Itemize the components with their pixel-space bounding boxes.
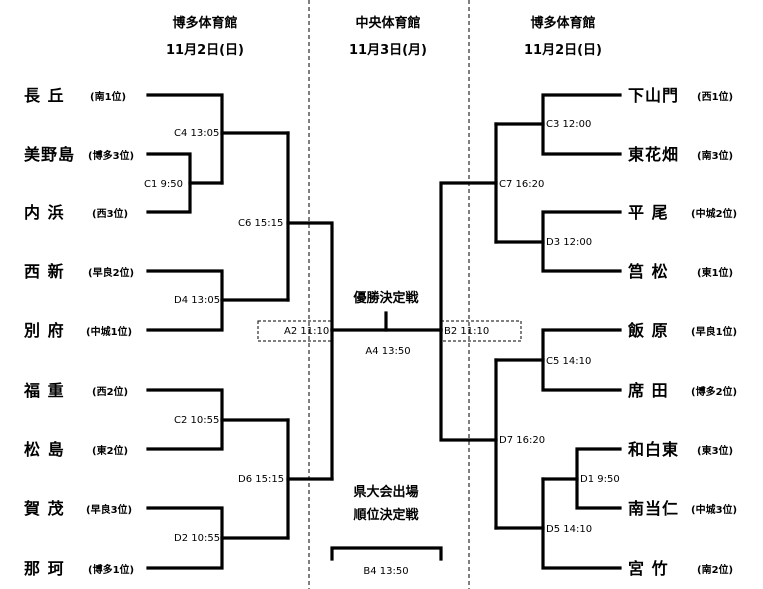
- left-team-name: 松 島: [24, 440, 65, 459]
- right-team-seed: (東3位): [697, 444, 733, 457]
- left-team-name: 福 重: [23, 381, 65, 400]
- right-team-seed: (南3位): [697, 149, 733, 162]
- match-label-b4: B4 13:50: [363, 566, 408, 577]
- match-label-d6: D6 15:15: [238, 474, 284, 485]
- match-label-c3: C3 12:00: [546, 119, 591, 130]
- left-team-seed: (早良2位): [88, 266, 134, 279]
- right-team-seed: (早良1位): [691, 325, 737, 338]
- match-label-c5: C5 14:10: [546, 356, 591, 367]
- a2-dashed-box: [257, 320, 333, 342]
- left-team-name: 長 丘: [24, 86, 65, 105]
- right-team-seed: (西1位): [697, 90, 733, 103]
- right-bracket-lines: [439, 93, 622, 570]
- left-venue: 博多体育館: [172, 15, 237, 31]
- right-team-seed: (中城2位): [691, 207, 737, 220]
- left-team-seed: (東2位): [92, 444, 128, 457]
- right-team-name: 南当仁: [628, 499, 679, 518]
- match-label-d5: D5 14:10: [546, 524, 592, 535]
- match-label-b2: B2 11:10: [444, 326, 489, 337]
- left-team-list: 長 丘 (南1位) 美野島 (博多3位) 内 浜 (西3位) 西 新 (早良2位…: [23, 86, 134, 578]
- left-team-seed: (西3位): [92, 207, 128, 220]
- left-team-seed: (早良3位): [86, 503, 132, 516]
- match-label-d3: D3 12:00: [546, 237, 592, 248]
- right-team-name: 平 尾: [628, 203, 669, 222]
- match-label-d1: D1 9:50: [580, 474, 620, 485]
- right-team-name: 飯 原: [627, 321, 669, 340]
- match-label-c6: C6 15:15: [238, 218, 283, 229]
- match-label-c1: C1 9:50: [144, 179, 183, 190]
- final-title: 優勝決定戦: [352, 290, 419, 306]
- left-team-name: 内 浜: [24, 203, 65, 222]
- left-team-seed: (博多3位): [88, 149, 134, 162]
- center-venue: 中央体育館: [355, 15, 420, 31]
- right-team-seed: (中城3位): [691, 503, 737, 516]
- left-team-seed: (南1位): [90, 90, 126, 103]
- match-label-c4: C4 13:05: [174, 128, 219, 139]
- right-team-name: 宮 竹: [628, 559, 669, 578]
- left-team-name: 別 府: [24, 321, 65, 340]
- center-date: 11月3日(月): [349, 43, 427, 58]
- right-date: 11月2日(日): [524, 43, 602, 58]
- left-team-name: 那 珂: [24, 559, 65, 578]
- right-team-seed: (南2位): [697, 563, 733, 576]
- left-team-name: 西 新: [24, 262, 65, 281]
- match-label-c2: C2 10:55: [174, 415, 219, 426]
- right-team-name: 和白東: [628, 440, 679, 459]
- placement-title-line1: 県大会出場: [353, 484, 418, 500]
- placement-title-line2: 順位決定戦: [353, 507, 419, 523]
- right-team-seed: (博多2位): [691, 385, 737, 398]
- match-label-d7: D7 16:20: [499, 435, 545, 446]
- match-label-d2: D2 10:55: [174, 533, 220, 544]
- left-team-seed: (博多1位): [88, 563, 134, 576]
- left-bracket-lines: [146, 93, 334, 570]
- match-label-c7: C7 16:20: [499, 179, 544, 190]
- match-label-a4: A4 13:50: [365, 346, 410, 357]
- right-team-name: 下山門: [628, 86, 679, 105]
- left-team-seed: (中城1位): [86, 325, 132, 338]
- right-team-name: 席 田: [628, 381, 669, 400]
- right-team-name: 筥 松: [628, 262, 669, 281]
- right-team-name: 東花畑: [628, 145, 679, 164]
- left-team-name: 賀 茂: [23, 499, 65, 518]
- right-team-list: 下山門 (西1位) 東花畑 (南3位) 平 尾 (中城2位) 筥 松 (東1位)…: [627, 86, 737, 578]
- right-team-seed: (東1位): [697, 266, 733, 279]
- match-label-a2: A2 11:10: [284, 326, 329, 337]
- left-date: 11月2日(日): [166, 43, 244, 58]
- right-venue: 博多体育館: [530, 15, 595, 31]
- left-team-name: 美野島: [24, 145, 75, 164]
- left-team-seed: (西2位): [92, 385, 128, 398]
- match-label-d4: D4 13:05: [174, 295, 220, 306]
